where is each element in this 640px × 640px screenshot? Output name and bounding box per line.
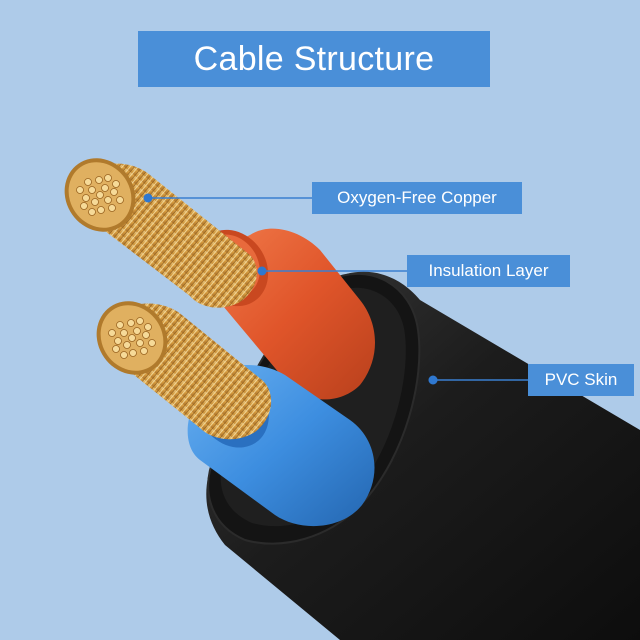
label-oxygen-free-copper: Oxygen-Free Copper [312, 182, 522, 214]
label-insulation-layer: Insulation Layer [407, 255, 570, 287]
upper-copper-conductor [64, 158, 257, 308]
diagram-title: Cable Structure [138, 31, 490, 87]
leader-insulation [257, 266, 407, 276]
leader-pvc [428, 375, 528, 385]
leader-copper [143, 193, 312, 203]
label-pvc-skin: PVC Skin [528, 364, 634, 396]
lower-copper-conductor [96, 301, 272, 440]
